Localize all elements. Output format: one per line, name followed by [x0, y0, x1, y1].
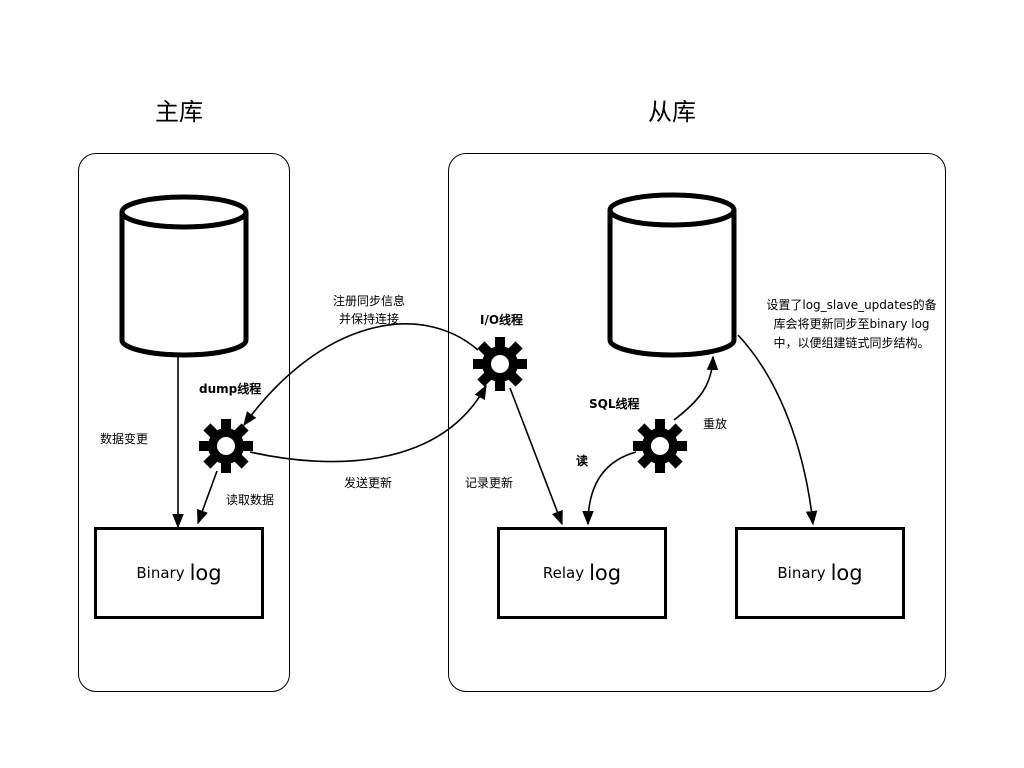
note-line1: 设置了log_slave_updates的备: [766, 298, 937, 312]
note-line2: 库会将更新同步至binary log: [773, 317, 930, 331]
data-change-label: 数据变更: [100, 432, 149, 446]
log-suffix: log: [589, 561, 622, 585]
master-title: 主库: [155, 98, 203, 126]
sql-thread-label: SQL线程: [589, 397, 640, 411]
slave-database-icon: [607, 192, 737, 358]
io-thread-gear-icon: [473, 337, 527, 391]
send-update-label: 发送更新: [344, 476, 393, 490]
read-arrow: [582, 451, 637, 526]
register-label-line1: 注册同步信息: [333, 294, 406, 308]
sql-thread-gear-icon: [633, 419, 687, 473]
register-arrow: [243, 323, 479, 427]
replay-label: 重放: [703, 417, 728, 431]
chain-sync-arrow: [737, 334, 818, 526]
log-prefix: Relay: [542, 564, 585, 582]
send-update-arrow: [249, 384, 487, 463]
log-suffix: log: [830, 561, 863, 585]
slave-container: [448, 153, 946, 692]
io-thread-label: I/O线程: [480, 313, 524, 327]
log-prefix: Binary: [136, 564, 185, 582]
master-container: [78, 153, 290, 692]
slave-title: 从库: [648, 98, 696, 126]
replay-arrow: [673, 355, 719, 421]
record-update-arrow: [509, 387, 563, 526]
read-label: 读: [576, 454, 589, 468]
master-database-icon: [119, 194, 249, 358]
record-update-label: 记录更新: [465, 476, 514, 490]
log-suffix: log: [189, 561, 222, 585]
read-data-arrow: [197, 470, 218, 525]
log-prefix: Binary: [777, 564, 826, 582]
dump-thread-gear-icon: [199, 419, 253, 473]
register-label-line2: 并保持连接: [339, 312, 400, 326]
dump-thread-label: dump线程: [199, 382, 262, 396]
log-slave-updates-note: 设置了log_slave_updates的备 库会将更新同步至binary lo…: [764, 296, 939, 353]
note-line3: 中，以便组建链式同步结构。: [773, 336, 930, 350]
read-data-label: 读取数据: [226, 493, 275, 507]
